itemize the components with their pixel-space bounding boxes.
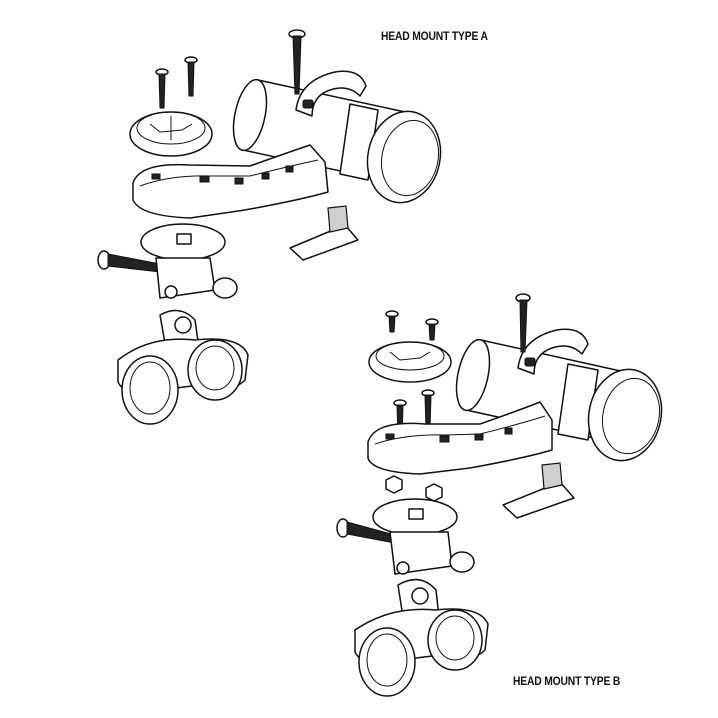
bar-clamp-b: [354, 578, 489, 697]
rotating-plate-a: [140, 223, 226, 261]
head-mount-type-b-assembly: [336, 293, 663, 697]
screw-left-b: [385, 310, 399, 333]
bar-clamp-a: [117, 309, 249, 425]
extension-arm-b: [367, 401, 553, 475]
screw-left-a: [155, 68, 169, 109]
type-a-label: HEAD MOUNT TYPE A: [381, 29, 488, 43]
clamp-nut-b: [502, 462, 575, 519]
clamp-band-b: [517, 328, 589, 375]
screw-right-a: [184, 56, 198, 97]
hinge-body-a: [155, 257, 238, 299]
clamp-nut-a: [289, 205, 359, 261]
hinge-body-b: [389, 531, 475, 575]
bolt-top-b: [515, 293, 531, 353]
screw-mid-right-b: [421, 389, 435, 429]
hex-nut-right-b: [425, 483, 443, 502]
head-mount-type-a-assembly: [97, 29, 442, 425]
hex-nut-left-b: [385, 475, 403, 494]
extension-arm-a: [132, 144, 329, 219]
bolt-top-a: [288, 29, 306, 95]
type-b-label: HEAD MOUNT TYPE B: [513, 674, 621, 688]
computer-mount-disc-b: [368, 341, 452, 383]
rotating-plate-b: [372, 498, 458, 536]
clamp-band-a: [295, 70, 367, 117]
computer-mount-disc-a: [129, 111, 213, 157]
screw-right-b: [425, 318, 439, 341]
